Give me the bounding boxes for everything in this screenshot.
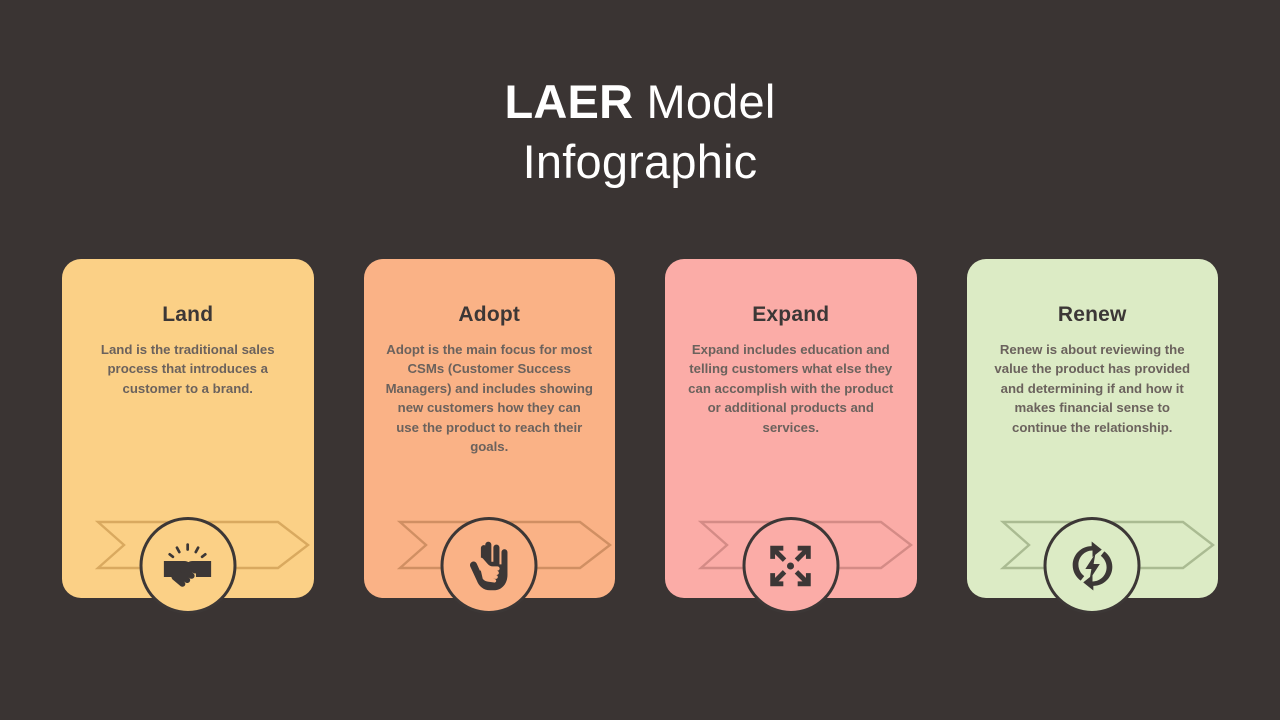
title-line-1: LAER Model — [0, 78, 1280, 125]
card-renew[interactable]: Renew Renew is about reviewing the value… — [966, 259, 1218, 614]
card-body-land: Land is the traditional sales process th… — [100, 342, 275, 396]
card-title-renew: Renew — [1057, 303, 1127, 326]
card-title-expand: Expand — [752, 303, 830, 326]
expand-arrows-icon — [764, 539, 818, 593]
card-expand[interactable]: Expand Expand includes education and tel… — [665, 259, 917, 614]
title-line-2: Infographic — [522, 135, 758, 188]
page-title: LAER Model Infographic — [0, 78, 1280, 185]
raised-hand-icon — [464, 539, 514, 593]
title-laer: LAER — [504, 75, 634, 128]
card-title-land: Land — [162, 303, 214, 326]
icon-circle-land[interactable] — [139, 517, 237, 614]
card-land[interactable]: Land Land is the traditional sales proce… — [62, 259, 314, 614]
handshake-icon — [161, 539, 215, 593]
card-body-renew: Renew is about reviewing the value the p… — [994, 342, 1191, 435]
icon-circle-adopt[interactable] — [440, 517, 538, 614]
icon-circle-expand[interactable] — [742, 517, 840, 614]
card-row: Land Land is the traditional sales proce… — [62, 259, 1218, 614]
card-title-adopt: Adopt — [458, 303, 521, 326]
card-body-adopt: Adopt is the main focus for most CSMs (C… — [385, 342, 593, 455]
card-adopt[interactable]: Adopt Adopt is the main focus for most C… — [363, 259, 615, 614]
refresh-bolt-icon — [1065, 539, 1119, 593]
icon-circle-renew[interactable] — [1043, 517, 1141, 614]
title-model: Model — [633, 75, 776, 128]
card-body-expand: Expand includes education and telling cu… — [688, 342, 894, 435]
